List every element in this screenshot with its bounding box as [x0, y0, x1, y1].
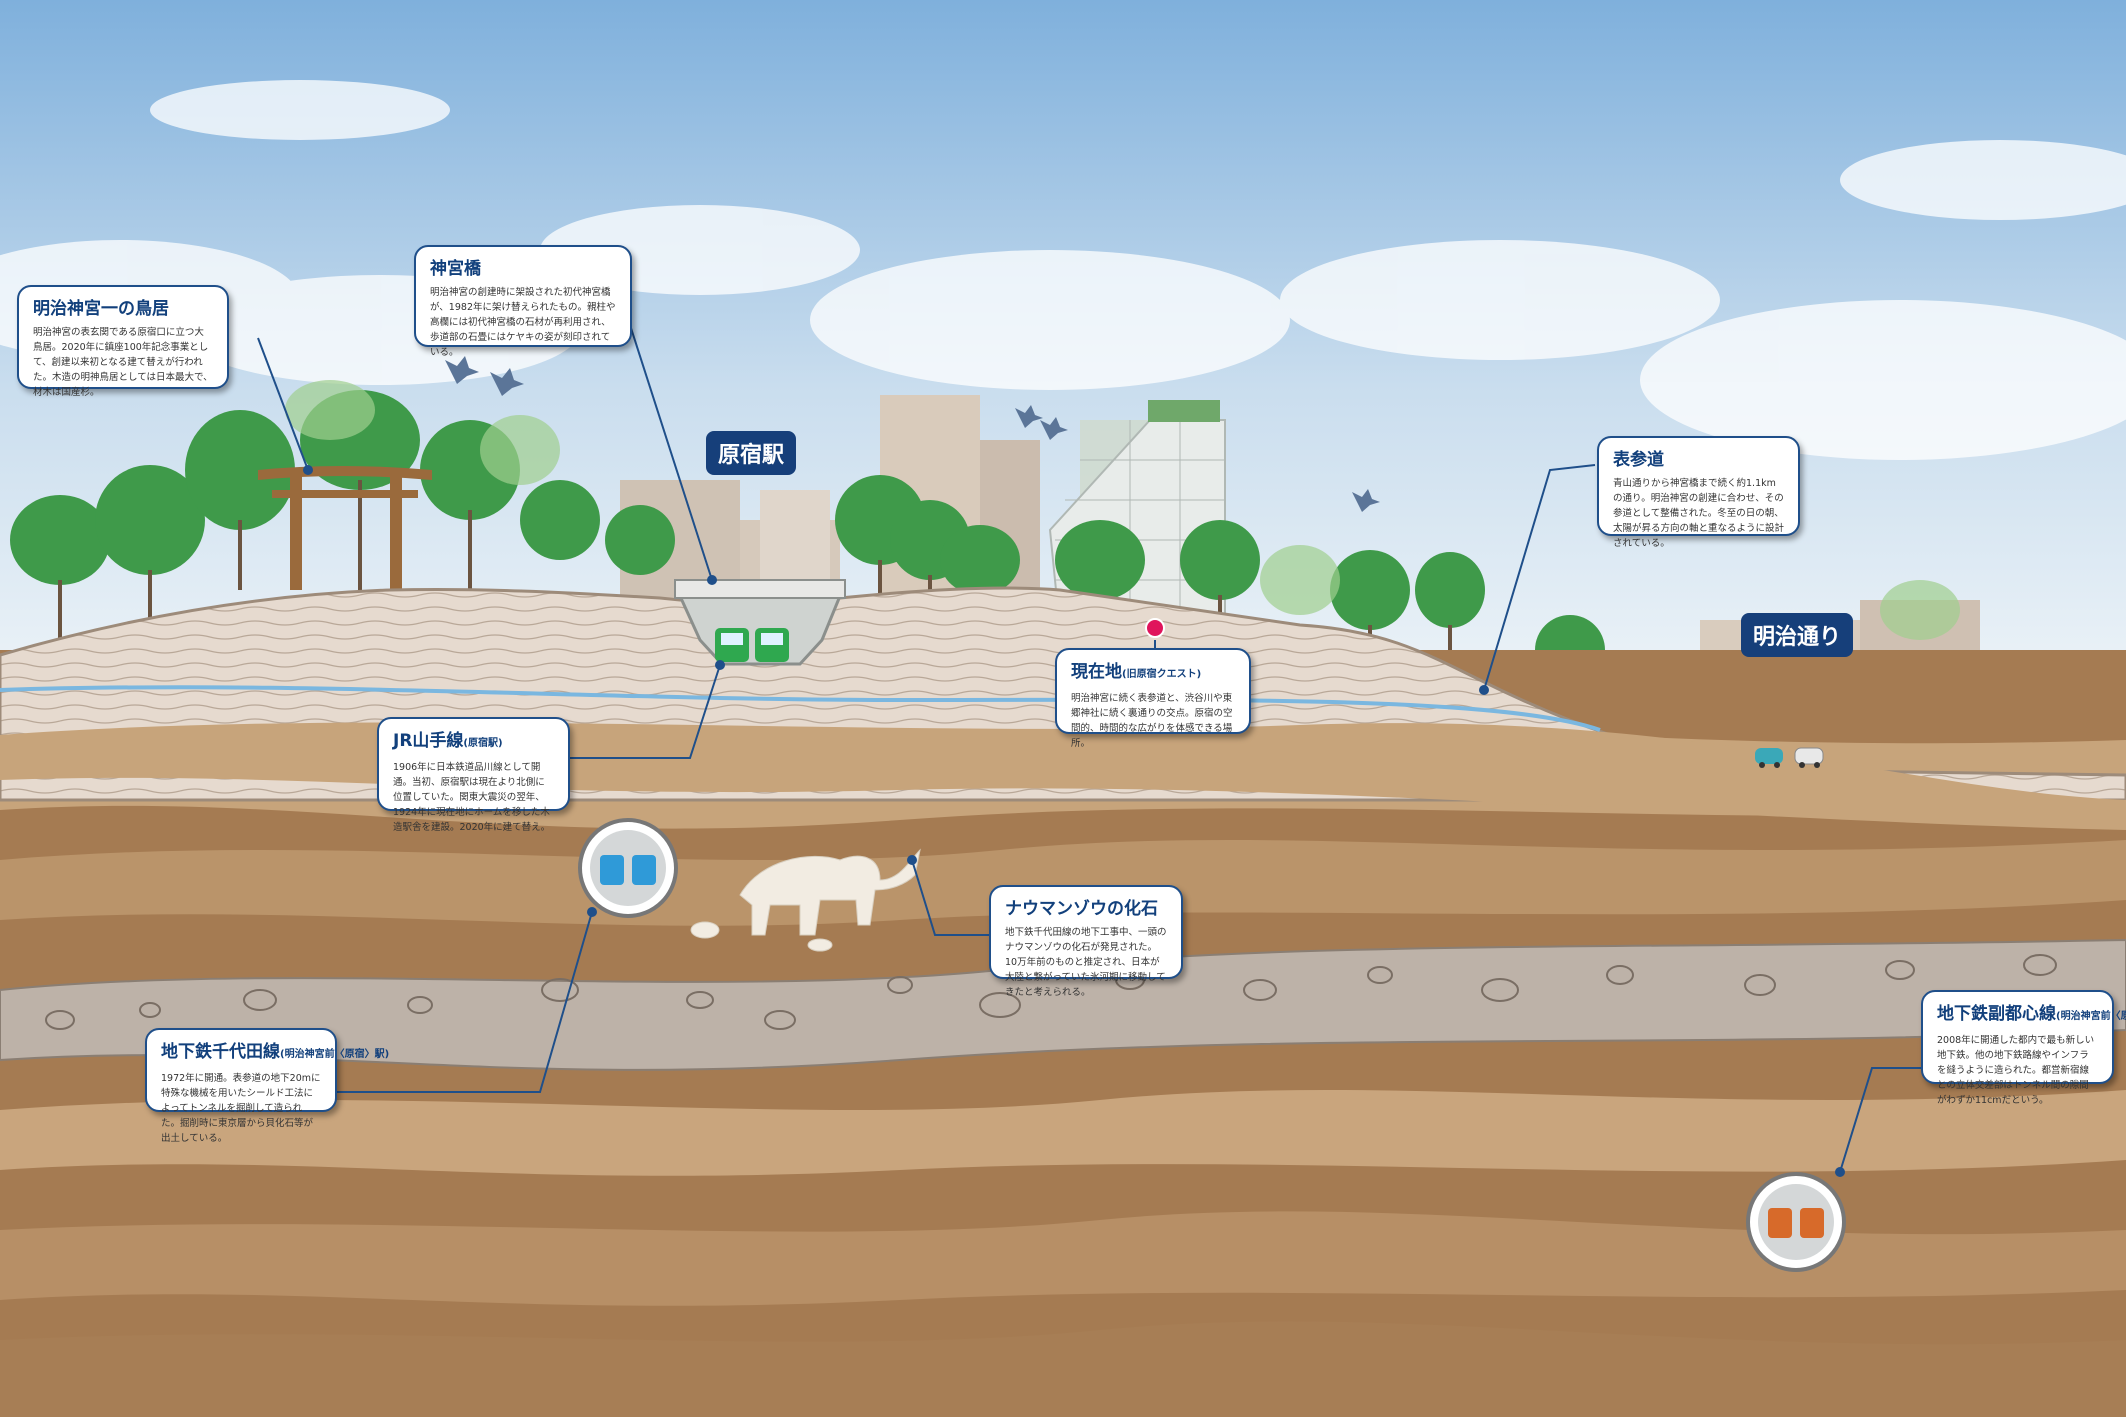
gravel-layer — [0, 938, 2126, 1071]
callout-title: 現在地 — [1071, 662, 1122, 682]
train-icon — [1768, 1208, 1792, 1238]
callout-jingubashi: 神宮橋 明治神宮の創建時に架設された初代神宮橋が、1982年に架け替えられたもの… — [414, 245, 632, 358]
callout-title: 地下鉄副都心線 — [1937, 1004, 2056, 1024]
callout-body: 明治神宮の創建時に架設された初代神宮橋が、1982年に架け替えられたもの。親柱や… — [430, 287, 616, 358]
train-icon — [632, 855, 656, 885]
chiyoda-tunnel — [578, 818, 678, 918]
callout-title: 表参道 — [1613, 450, 1664, 470]
callout-jr-yamanote: JR山手線(原宿駅) 1906年に日本鉄道品川線として開通。当初、原宿駅は現在よ… — [377, 717, 570, 833]
train-icon — [600, 855, 624, 885]
callout-subtitle: (原宿駅) — [463, 738, 503, 749]
torii-gate-icon — [258, 466, 432, 590]
callout-fukutoshin: 地下鉄副都心線(明治神宮前〈原宿〉駅) 2008年に開通した都内で最も新しい地下… — [1921, 990, 2126, 1106]
location-marker-icon — [1145, 618, 1165, 638]
callout-body: 青山通りから神宮橋まで続く約1.1kmの通り。明治神宮の創建に合わせ、その参道と… — [1613, 478, 1785, 549]
meiji-dori-label: 明治通り — [1741, 613, 1854, 657]
train-icon — [1800, 1208, 1824, 1238]
river — [0, 685, 1601, 732]
birds — [445, 356, 1380, 512]
callout-body: 1906年に日本鉄道品川線として開通。当初、原宿駅は現在より北側に位置していた。… — [393, 762, 551, 833]
callout-body: 地下鉄千代田線の地下工事中、一頭のナウマンゾウの化石が発見された。10万年前のも… — [1005, 927, 1167, 998]
car-icon — [1755, 747, 1824, 768]
harajuku-station-label: 原宿駅 — [706, 431, 797, 475]
callout-subtitle: (明治神宮前〈原宿〉駅) — [2056, 1011, 2126, 1022]
callout-chiyoda: 地下鉄千代田線(明治神宮前〈原宿〉駅) 1972年に開通。表参道の地下20mに特… — [145, 1028, 389, 1144]
callout-genzaichi: 現在地(旧原宿クエスト) 明治神宮に続く表参道と、渋谷川や東郷神社に続く裏通りの… — [1055, 648, 1251, 749]
fukutoshin-tunnel — [1746, 1172, 1846, 1272]
callout-body: 明治神宮の表玄関である原宿口に立つ大鳥居。2020年に鎮座100年記念事業として… — [33, 327, 213, 398]
callout-title: 地下鉄千代田線 — [161, 1042, 280, 1062]
elephant-fossil-icon — [690, 848, 921, 952]
callout-subtitle: (旧原宿クエスト) — [1122, 669, 1202, 680]
callout-title: 明治神宮一の鳥居 — [33, 299, 169, 319]
leader-lines — [257, 324, 1923, 1173]
callout-title: JR山手線 — [393, 731, 464, 751]
callout-body: 1972年に開通。表参道の地下20mに特殊な機械を用いたシールド工法によってトン… — [161, 1073, 321, 1144]
callout-naumann: ナウマンゾウの化石 地下鉄千代田線の地下工事中、一頭のナウマンゾウの化石が発見さ… — [989, 885, 1183, 998]
callout-torii: 明治神宮一の鳥居 明治神宮の表玄関である原宿口に立つ大鳥居。2020年に鎮座10… — [17, 285, 229, 398]
callout-title: 神宮橋 — [430, 259, 481, 279]
callout-body: 2008年に開通した都内で最も新しい地下鉄。他の地下鉄路線やインフラを縫うように… — [1937, 1035, 2095, 1106]
jr-yamanote-cut — [674, 579, 846, 666]
callout-title: ナウマンゾウの化石 — [1005, 899, 1158, 919]
callout-subtitle: (明治神宮前〈原宿〉駅) — [280, 1049, 390, 1060]
callout-body: 明治神宮に続く表参道と、渋谷川や東郷神社に続く裏通りの交点。原宿の空間的、時間的… — [1071, 693, 1233, 749]
callout-omotesando: 表参道 青山通りから神宮橋まで続く約1.1kmの通り。明治神宮の創建に合わせ、そ… — [1597, 436, 1800, 549]
